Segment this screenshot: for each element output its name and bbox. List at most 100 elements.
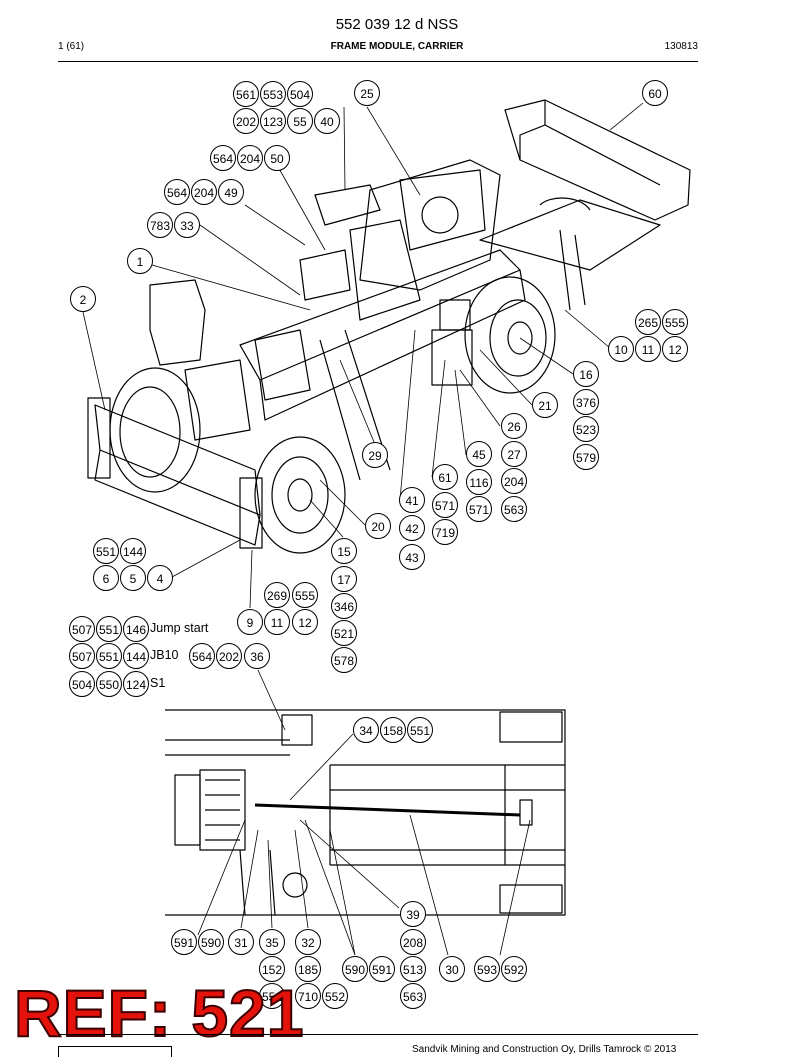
callout-balloon: 33	[174, 212, 200, 238]
callout-balloon: 523	[573, 416, 599, 442]
callout-balloon: 551	[93, 538, 119, 564]
callout-balloon: 204	[191, 179, 217, 205]
callout-balloon: 4	[147, 565, 173, 591]
callout-balloon: 30	[439, 956, 465, 982]
callout-balloon: 208	[400, 929, 426, 955]
callout-balloon: 265	[635, 309, 661, 335]
callout-balloon: 9	[237, 609, 263, 635]
callout-balloon: 593	[474, 956, 500, 982]
callout-balloon: 26	[501, 413, 527, 439]
callout-balloon: 25	[354, 80, 380, 106]
callout-balloon: 17	[331, 566, 357, 592]
callout-balloon: 553	[260, 81, 286, 107]
callout-balloon: 376	[573, 389, 599, 415]
callout-balloon: 49	[218, 179, 244, 205]
callout-balloon: 32	[295, 929, 321, 955]
callout-balloon: 15	[331, 538, 357, 564]
callout-balloon: 551	[96, 616, 122, 642]
callout-balloon: 564	[189, 643, 215, 669]
callout-balloon: 513	[400, 956, 426, 982]
callout-balloon: 31	[228, 929, 254, 955]
callout-balloon: 185	[295, 956, 321, 982]
callout-balloon: 579	[573, 444, 599, 470]
callout-balloon: 555	[662, 309, 688, 335]
callout-balloon: 591	[369, 956, 395, 982]
callout-balloon: 61	[432, 464, 458, 490]
callout-balloon: 563	[501, 496, 527, 522]
callout-balloon: 269	[264, 582, 290, 608]
callout-balloon: 11	[635, 336, 661, 362]
callout-balloon: 571	[432, 492, 458, 518]
callout-balloon: 561	[233, 81, 259, 107]
callout-balloon: 12	[662, 336, 688, 362]
callout-balloon: 783	[147, 212, 173, 238]
callout-balloon: 2	[70, 286, 96, 312]
document-number: 552 039 12 d NSS	[335, 16, 459, 33]
callout-balloon: 39	[400, 901, 426, 927]
callout-balloon: 29	[362, 442, 388, 468]
callout-balloon: 152	[259, 956, 285, 982]
callout-balloon: 564	[164, 179, 190, 205]
callout-balloon: 43	[399, 544, 425, 570]
callout-balloon: 144	[123, 643, 149, 669]
callout-balloon: 158	[380, 717, 406, 743]
callout-balloon: 710	[295, 983, 321, 1009]
section-title: FRAME MODULE, CARRIER	[330, 41, 464, 52]
callout-balloon: 10	[608, 336, 634, 362]
callout-balloon: 202	[216, 643, 242, 669]
callout-balloon: 5	[120, 565, 146, 591]
footer-copyright: Sandvik Mining and Construction Oy, Dril…	[412, 1044, 677, 1055]
callout-balloon: 590	[198, 929, 224, 955]
callout-balloon: 204	[237, 145, 263, 171]
callout-balloon: 551	[259, 983, 285, 1009]
callout-balloon: 116	[466, 469, 492, 495]
callout-balloon: 202	[233, 108, 259, 134]
callout-balloon: 550	[96, 671, 122, 697]
callout-balloon: 204	[501, 468, 527, 494]
footer-divider	[58, 1034, 698, 1035]
callout-balloon: 35	[259, 929, 285, 955]
company-logo	[58, 1046, 172, 1057]
note-s1: S1	[150, 676, 166, 690]
callout-balloon: 507	[69, 643, 95, 669]
callout-balloon: 564	[210, 145, 236, 171]
callout-balloon: 144	[120, 538, 146, 564]
callout-balloon: 719	[432, 519, 458, 545]
callout-balloon: 12	[292, 609, 318, 635]
callout-balloon: 41	[399, 487, 425, 513]
callout-balloon: 1	[127, 248, 153, 274]
callout-balloon: 146	[123, 616, 149, 642]
callout-balloon: 123	[260, 108, 286, 134]
callout-balloon: 563	[400, 983, 426, 1009]
callout-balloon: 45	[466, 441, 492, 467]
callout-balloon: 590	[342, 956, 368, 982]
page-indicator: 1 (61)	[58, 41, 85, 52]
callout-balloon: 40	[314, 108, 340, 134]
header-divider	[58, 61, 698, 62]
callout-balloon: 551	[407, 717, 433, 743]
callout-balloon: 55	[287, 108, 313, 134]
callout-balloon: 11	[264, 609, 290, 635]
document-date: 130813	[664, 41, 698, 52]
callout-balloon: 504	[69, 671, 95, 697]
callout-balloon: 552	[322, 983, 348, 1009]
callout-balloon: 27	[501, 441, 527, 467]
callout-balloon: 50	[264, 145, 290, 171]
callout-balloon: 507	[69, 616, 95, 642]
note-jump-start: Jump start	[150, 621, 209, 635]
callout-balloon: 592	[501, 956, 527, 982]
callout-balloon: 551	[96, 643, 122, 669]
callout-balloon: 34	[353, 717, 379, 743]
callout-balloon: 571	[466, 496, 492, 522]
callout-balloon: 555	[292, 582, 318, 608]
callout-balloon: 346	[331, 593, 357, 619]
callout-balloon: 6	[93, 565, 119, 591]
ref-number-overlay: REF: 521	[13, 976, 305, 1050]
callout-balloon: 124	[123, 671, 149, 697]
callout-balloon: 591	[171, 929, 197, 955]
callout-balloon: 578	[331, 647, 357, 673]
callout-balloon: 21	[532, 392, 558, 418]
callout-balloon: 504	[287, 81, 313, 107]
callout-balloon: 60	[642, 80, 668, 106]
